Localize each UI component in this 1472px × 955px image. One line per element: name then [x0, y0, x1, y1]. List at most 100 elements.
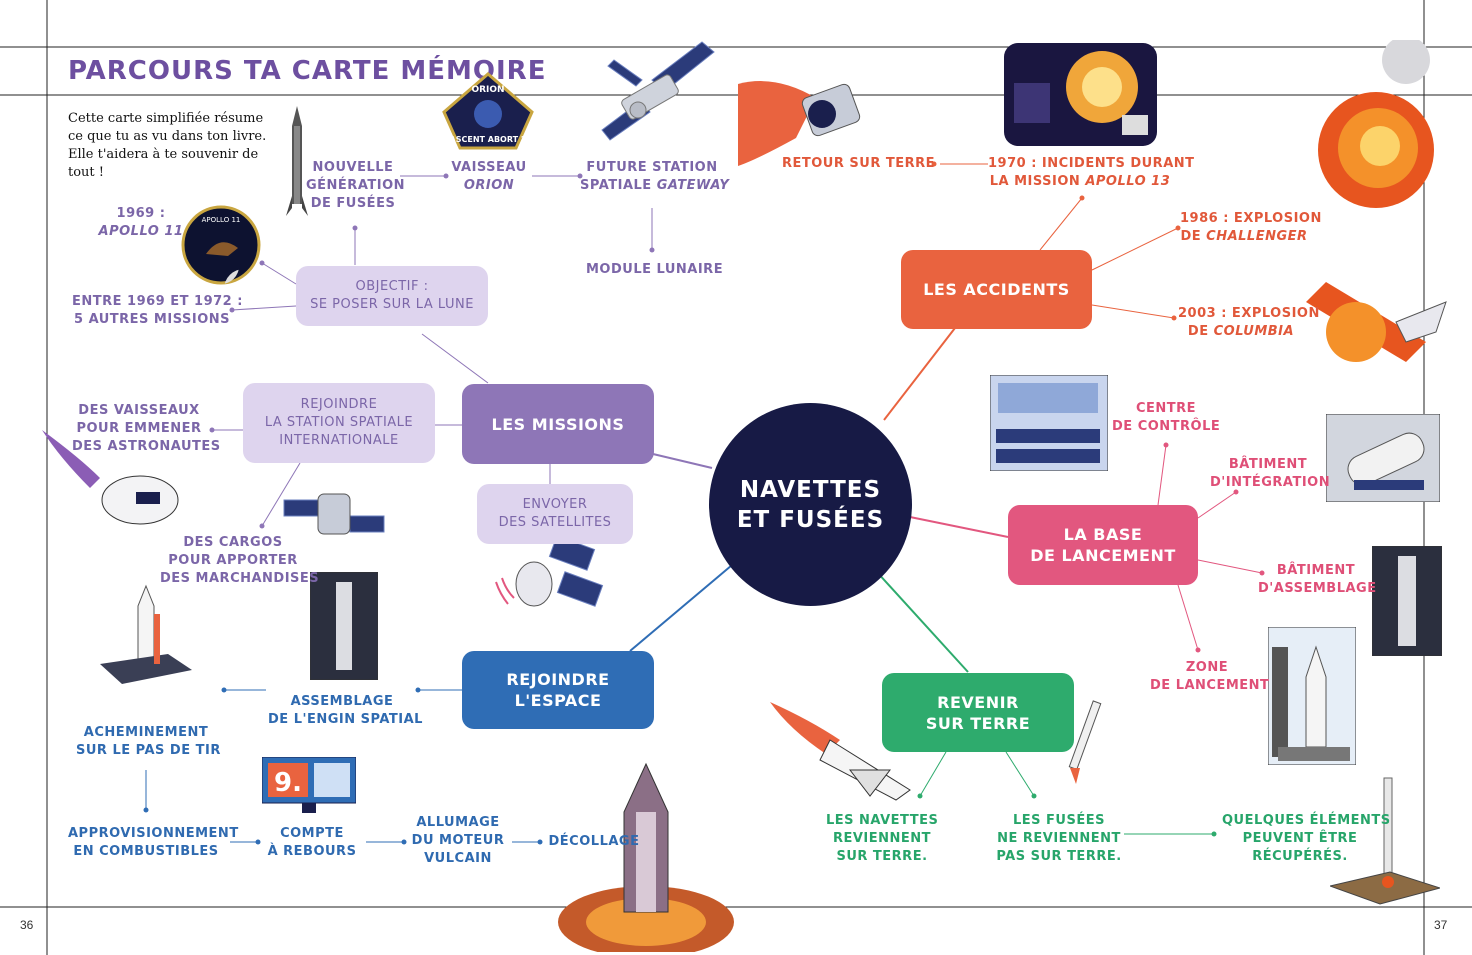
center-node: NAVETTES ET FUSÉES	[709, 403, 912, 606]
challenger-line2-prefix: DE	[1180, 229, 1202, 244]
orion-badge-bottom-text: ASCENT ABORT 2	[450, 135, 527, 144]
controle-line2: DE CONTRÔLE	[1112, 419, 1221, 434]
navettes-line2: REVIENNENT	[832, 831, 932, 846]
objectif-line2: SE POSER SUR LA LUNE	[310, 297, 474, 312]
cargos-label: DES CARGOS POUR APPORTER DES MARCHANDISE…	[160, 534, 320, 588]
integration-line2: D'INTÉGRATION	[1210, 475, 1331, 490]
base-hub-line2: DE LANCEMENT	[1030, 546, 1176, 565]
missions-hub: LES MISSIONS	[462, 384, 654, 464]
orion-line1: VAISSEAU	[451, 160, 527, 175]
countdown-digit: 9.	[274, 768, 302, 798]
falling-rocket-image	[1068, 700, 1102, 784]
navettes-line3: SUR TERRE.	[836, 849, 928, 864]
acheminement-line2: SUR LE PAS DE TIR	[76, 743, 221, 758]
decollage-label: DÉCOLLAGE	[548, 834, 640, 849]
controle-line1: CENTRE	[1135, 401, 1197, 416]
elements-line1: QUELQUES ÉLÉMENTS	[1222, 813, 1391, 828]
elements-line2: PEUVENT ÊTRE	[1242, 831, 1358, 846]
challenger-label: 1986 : EXPLOSION DE CHALLENGER	[1180, 210, 1322, 246]
center-line2: ET FUSÉES	[736, 506, 885, 533]
approvisionnement-line1: APPROVISIONNEMENT	[68, 826, 239, 841]
nouvelle-line2: GÉNÉRATION	[306, 178, 406, 193]
control-center-image	[990, 375, 1108, 471]
controle-label: CENTRE DE CONTRÔLE	[1112, 400, 1220, 436]
gateway-line2-prefix: SPATIALE	[580, 178, 652, 193]
cargos-line2: POUR APPORTER	[168, 553, 298, 568]
compte-line1: COMPTE	[280, 826, 344, 841]
gateway-line2-italic: GATEWAY	[656, 178, 730, 193]
integration-label: BÂTIMENT D'INTÉGRATION	[1210, 456, 1331, 492]
cargos-line3: DES MARCHANDISES	[160, 571, 320, 586]
accidents-hub-label: LES ACCIDENTS	[923, 280, 1070, 299]
challenger-line1: 1986 : EXPLOSION	[1180, 211, 1322, 226]
orion-badge-image: ORION ASCENT ABORT 2	[442, 72, 534, 150]
apollo11-line1: 1969 :	[116, 206, 166, 221]
revenir-hub-line1: REVENIR	[937, 692, 1019, 712]
fusees-line3: PAS SUR TERRE.	[996, 849, 1122, 864]
gateway-label: FUTURE STATION SPATIALE GATEWAY	[580, 159, 729, 195]
satellites-line1: ENVOYER	[522, 497, 588, 512]
capsule-reentry-image	[738, 81, 861, 166]
orion-badge-top-text: ORION	[471, 85, 504, 95]
autres-missions-label: ENTRE 1969 ET 1972 : 5 AUTRES MISSIONS	[72, 293, 243, 329]
satellites-node: ENVOYER DES SATELLITES	[477, 484, 633, 544]
apollo13-label: 1970 : INCIDENTS DURANT LA MISSION APOLL…	[988, 155, 1195, 191]
apollo11-badge-image: APOLLO 11	[181, 205, 261, 285]
spacecraft-assembly-image	[310, 572, 378, 680]
page-number-left: 36	[20, 918, 34, 932]
crew-capsule-image	[42, 430, 179, 525]
zone-line1: ZONE	[1185, 660, 1229, 675]
shuttle-landing-image	[770, 702, 911, 801]
espace-hub-line1: REJOINDRE	[506, 670, 610, 689]
allumage-line3: VULCAIN	[424, 851, 492, 866]
objectif-node: OBJECTIF : SE POSER SUR LA LUNE	[296, 266, 488, 326]
rocket-launchpad-image	[100, 584, 192, 684]
allumage-line1: ALLUMAGE	[416, 815, 500, 830]
new-rocket-image	[286, 106, 308, 216]
compte-line2: À REBOURS	[267, 844, 357, 859]
page-number-right: 37	[1434, 918, 1448, 932]
cargos-line1: DES CARGOS	[183, 535, 283, 550]
launch-zone-image	[1268, 627, 1356, 765]
columbia-explosion-image	[1306, 282, 1447, 362]
apollo13-line2-italic: APOLLO 13	[1085, 174, 1171, 189]
assemblage-engin-label: ASSEMBLAGE DE L'ENGIN SPATIAL	[268, 693, 423, 729]
revenir-hub-line2: SUR TERRE	[925, 713, 1031, 733]
orion-label: VAISSEAU ORION	[446, 159, 532, 195]
cargo-ship-image	[283, 493, 385, 535]
autres-line2: 5 AUTRES MISSIONS	[74, 312, 230, 327]
assemblage-engin-line2: DE L'ENGIN SPATIAL	[268, 712, 423, 727]
countdown-clock-image: 9.	[262, 757, 356, 813]
acheminement-label: ACHEMINEMENT SUR LE PAS DE TIR	[76, 724, 221, 760]
module-lunaire-label: MODULE LUNAIRE	[586, 262, 724, 277]
gateway-line1: FUTURE STATION	[586, 160, 718, 175]
vaisseaux-line3: DES ASTRONAUTES	[72, 439, 221, 454]
approvisionnement-line2: EN COMBUSTIBLES	[73, 844, 219, 859]
autres-line1: ENTRE 1969 ET 1972 :	[72, 294, 243, 309]
elements-label: QUELQUES ÉLÉMENTS PEUVENT ÊTRE RÉCUPÉRÉS…	[1222, 812, 1391, 866]
columbia-label: 2003 : EXPLOSION DE COLUMBIA	[1178, 305, 1319, 341]
rocket-liftoff-image	[558, 762, 734, 952]
nouvelle-line1: NOUVELLE	[312, 160, 394, 175]
accidents-hub: LES ACCIDENTS	[901, 250, 1092, 329]
objectif-line1: OBJECTIF :	[355, 279, 429, 294]
assemblage-engin-line1: ASSEMBLAGE	[290, 694, 394, 709]
base-hub-line1: LA BASE	[1063, 525, 1143, 544]
integration-building-image	[1326, 414, 1440, 502]
apollo13-line2-prefix: LA MISSION	[989, 174, 1081, 189]
fusees-line1: LES FUSÉES	[1013, 813, 1105, 828]
recovered-element-image	[1330, 777, 1440, 905]
base-hub: LA BASE DE LANCEMENT	[1008, 505, 1198, 585]
columbia-line2-italic: COLUMBIA	[1213, 324, 1295, 339]
apollo11-line2: APOLLO 11	[98, 224, 184, 239]
navettes-label: LES NAVETTES REVIENNENT SUR TERRE.	[826, 812, 938, 866]
satellites-line2: DES SATELLITES	[498, 515, 612, 530]
assemblage-label: BÂTIMENT D'ASSEMBLAGE	[1258, 562, 1376, 598]
approvisionnement-label: APPROVISIONNEMENT EN COMBUSTIBLES	[68, 825, 239, 861]
apollo11-badge-text: APOLLO 11	[202, 216, 241, 224]
page-title: PARCOURS TA CARTE MÉMOIRE	[68, 56, 547, 86]
apollo13-line1: 1970 : INCIDENTS DURANT	[988, 156, 1195, 171]
rejoindre-iss-line3: INTERNATIONALE	[279, 433, 399, 448]
